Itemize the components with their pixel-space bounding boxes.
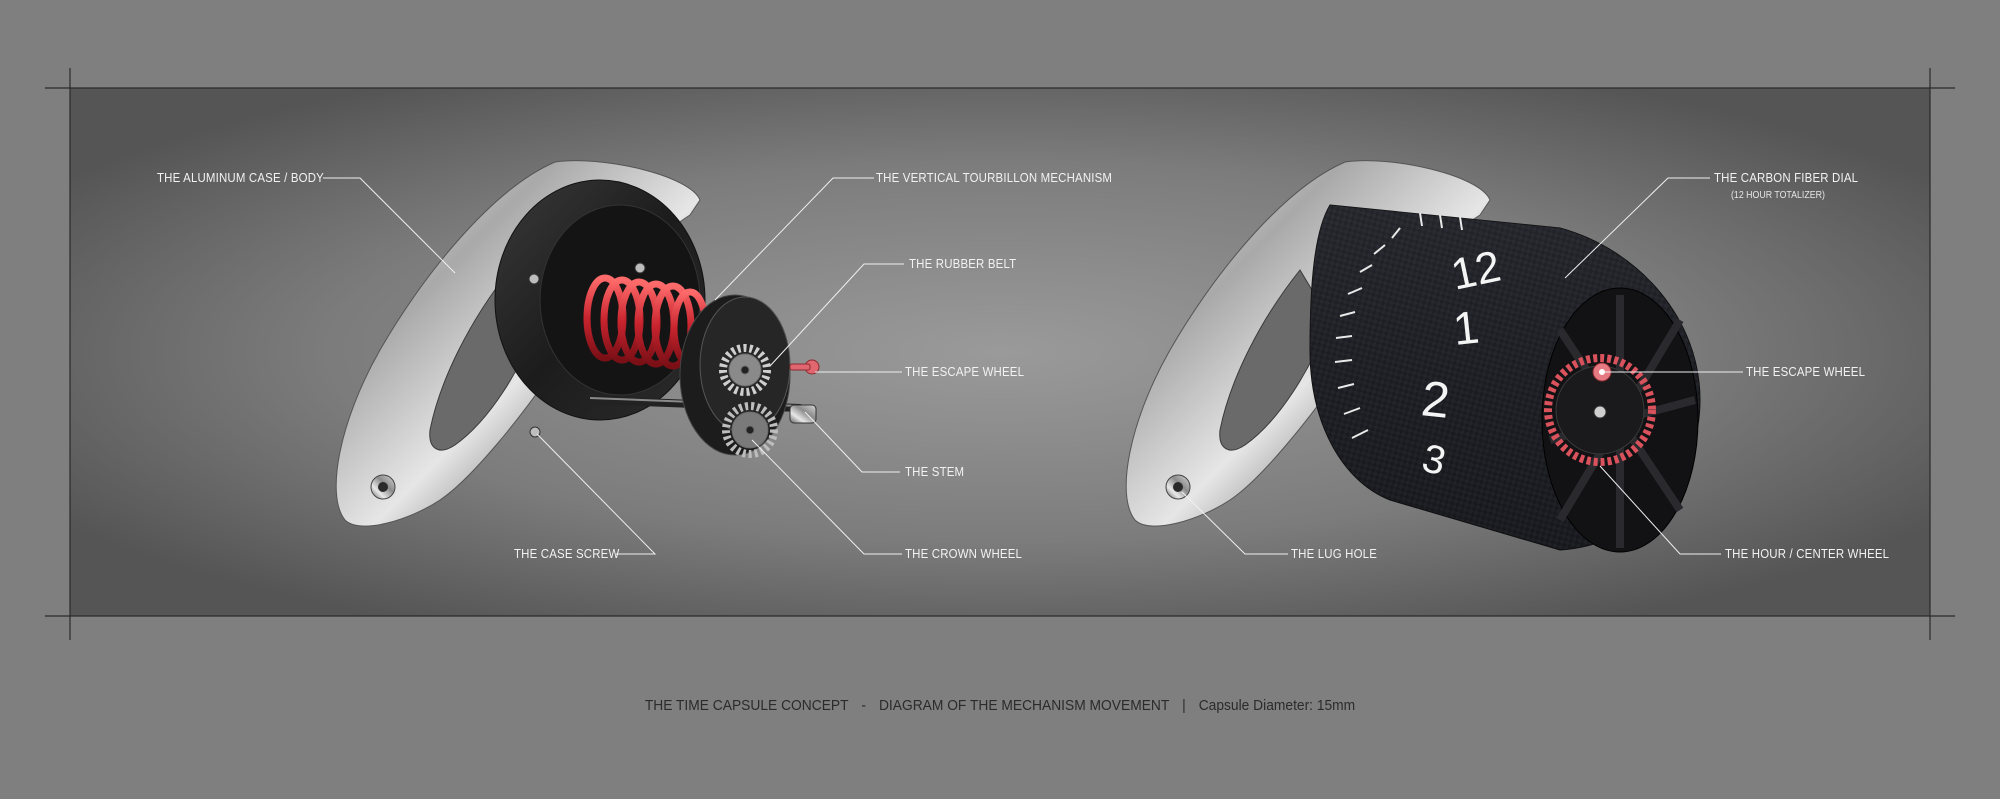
label-aluminum-case: THE ALUMINUM CASE / BODY	[157, 170, 324, 185]
label-case-screw: THE CASE SCREW	[514, 546, 620, 561]
label-escape-wheel-right: THE ESCAPE WHEEL	[1746, 364, 1866, 379]
leader-crown-wheel	[751, 439, 902, 555]
caption-title: THE TIME CAPSULE CONCEPT	[644, 697, 849, 714]
dial-ticks	[1334, 212, 1463, 439]
leader-tourbillon	[714, 177, 874, 301]
leader-aluminum-case	[323, 177, 456, 274]
caption-diameter: Capsule Diameter: 15mm	[1198, 697, 1356, 714]
label-carbon-dial: THE CARBON FIBER DIAL	[1714, 170, 1859, 185]
label-escape-wheel-left: THE ESCAPE WHEEL	[905, 364, 1025, 379]
label-tourbillon: THE VERTICAL TOURBILLON MECHANISM	[876, 170, 1113, 185]
caption-subtitle: DIAGRAM OF THE MECHANISM MOVEMENT	[878, 697, 1170, 714]
leader-stem	[804, 411, 900, 473]
label-lug-hole: THE LUG HOLE	[1291, 546, 1378, 561]
stem-knob	[789, 404, 817, 424]
leader-carbon-dial	[1564, 177, 1710, 279]
frame-lines	[45, 68, 1955, 640]
diagram-caption: THE TIME CAPSULE CONCEPT - DIAGRAM OF TH…	[80, 697, 1920, 714]
dial-numerals: 12 1 2 3	[1418, 242, 1505, 484]
caption-pipe: |	[1182, 697, 1186, 714]
label-rubber-belt: THE RUBBER BELT	[909, 256, 1017, 271]
leader-rubber-belt	[769, 263, 904, 367]
leader-case-screw	[536, 433, 657, 555]
leader-lug-hole	[1181, 491, 1288, 555]
caption-dash: -	[861, 697, 866, 714]
left-assembly	[335, 160, 820, 527]
dial-numeral-1: 1	[1451, 301, 1482, 355]
housing-screws	[528, 262, 701, 438]
crown-gear-left	[722, 402, 778, 458]
escape-gear-left	[719, 344, 771, 396]
label-carbon-dial-sub: (12 HOUR TOTALIZER)	[1731, 190, 1825, 201]
leader-lines	[323, 177, 1743, 555]
label-stem: THE STEM	[905, 464, 965, 479]
dial-numeral-2: 2	[1419, 370, 1453, 429]
label-hour-center-wheel: THE HOUR / CENTER WHEEL	[1725, 546, 1890, 561]
leader-hour-center-wheel	[1599, 465, 1721, 555]
hour-center-wheel	[1544, 354, 1656, 466]
right-assembly: 12 1 2 3	[1125, 160, 1701, 553]
dial-numeral-12: 12	[1447, 242, 1505, 300]
escape-wheel-part	[789, 359, 820, 375]
label-crown-wheel: THE CROWN WHEEL	[905, 546, 1023, 561]
